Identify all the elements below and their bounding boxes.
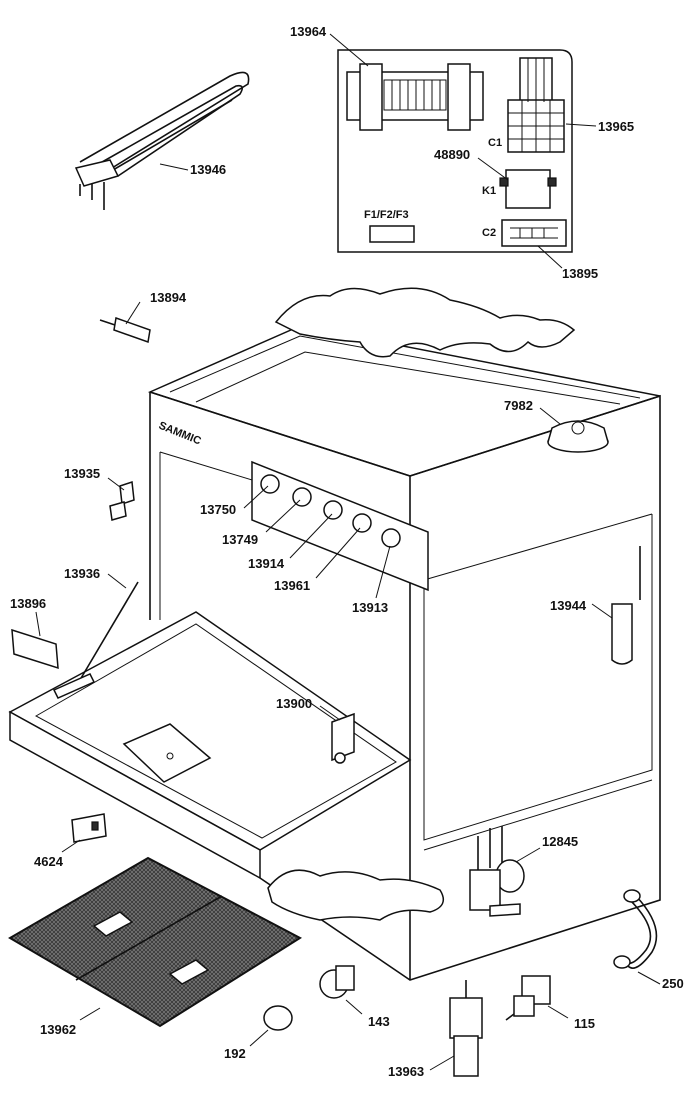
pump-12845 xyxy=(469,826,525,917)
callout-143: 143 xyxy=(368,1014,390,1029)
callout-12845: 12845 xyxy=(542,834,578,849)
k1-label: K1 xyxy=(482,185,496,197)
callout-13750: 13750 xyxy=(200,502,236,517)
hose-250 xyxy=(613,889,658,969)
callout-4624: 4624 xyxy=(34,854,64,869)
fuses-label: F1/F2/F3 xyxy=(364,209,409,221)
heating-element-13946 xyxy=(74,71,250,210)
callout-labels: 13964 13946 13965 48890 13895 13894 7982… xyxy=(10,24,684,1079)
microswitch-13900 xyxy=(331,712,355,764)
capacitor-c2 xyxy=(501,219,567,247)
callout-13894: 13894 xyxy=(150,290,187,305)
solenoid-valve-115 xyxy=(505,975,551,1021)
callout-13900: 13900 xyxy=(276,696,312,711)
knob-192 xyxy=(263,1005,293,1031)
callout-13936: 13936 xyxy=(64,566,100,581)
callout-250: 250 xyxy=(662,976,684,991)
rod-13936 xyxy=(73,581,139,691)
float-switch-13894 xyxy=(99,316,151,344)
callout-48890: 48890 xyxy=(434,147,470,162)
callout-13896: 13896 xyxy=(10,596,46,611)
callout-13914: 13914 xyxy=(248,556,285,571)
callout-7982: 7982 xyxy=(504,398,533,413)
timer-143 xyxy=(319,965,355,999)
callout-13946: 13946 xyxy=(190,162,226,177)
leader-lines xyxy=(35,33,661,1071)
callout-13913: 13913 xyxy=(352,600,388,615)
callout-115: 115 xyxy=(574,1016,595,1031)
c1-label: C1 xyxy=(488,137,502,149)
seal-13896 xyxy=(11,628,59,670)
callout-13944: 13944 xyxy=(550,598,587,613)
terminal-block-13965 xyxy=(507,57,565,153)
clip-13935 xyxy=(109,480,135,521)
control-buttons xyxy=(260,474,401,548)
door-lock-4624 xyxy=(71,813,107,843)
c2-label: C2 xyxy=(482,227,496,239)
callout-13962: 13962 xyxy=(40,1022,76,1037)
callout-13895: 13895 xyxy=(562,266,598,281)
thermostat-7982 xyxy=(547,420,609,453)
control-board: C1 K1 C2 F1/F2/F3 xyxy=(337,49,573,253)
relay-13964 xyxy=(346,63,484,131)
brand-logo: SAMMIC xyxy=(157,420,203,448)
callout-13935: 13935 xyxy=(64,466,100,481)
capacitor-13944 xyxy=(611,546,641,665)
callout-13749: 13749 xyxy=(222,532,258,547)
callout-192: 192 xyxy=(224,1046,246,1061)
leg-13963 xyxy=(449,980,483,1077)
callout-13964: 13964 xyxy=(290,24,327,39)
fuse-window xyxy=(369,225,415,243)
callout-13963: 13963 xyxy=(388,1064,424,1079)
filter-tray-13962 xyxy=(8,856,303,1028)
dishwasher-body: SAMMIC xyxy=(8,287,661,981)
callout-13965: 13965 xyxy=(598,119,634,134)
callout-13961: 13961 xyxy=(274,578,310,593)
relay-k1 xyxy=(499,169,557,209)
